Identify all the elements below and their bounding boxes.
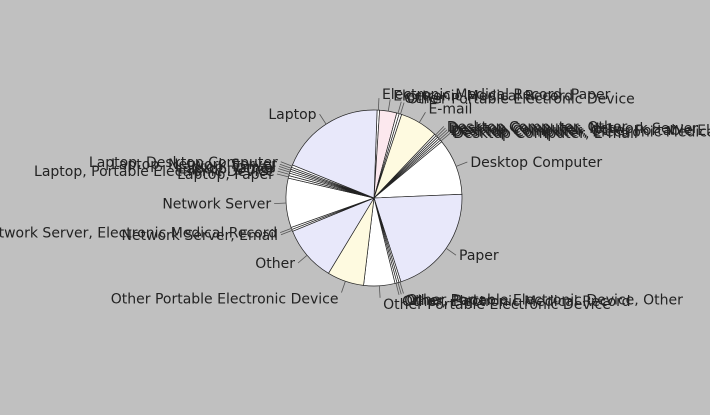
leader-line (455, 161, 468, 167)
slice-label: Laptop, Other (179, 162, 276, 178)
slice-label: Other Portable Electronic Device (407, 92, 635, 108)
leader-line (400, 102, 405, 115)
leader-line (436, 127, 446, 137)
pie-slice-paper (373, 193, 463, 283)
slice-label: Desktop Computer, E-mail (453, 126, 638, 142)
slice-label: Other Portable Electronic Device (383, 297, 611, 313)
slice-label: Other Portable Electronic Device, Other (406, 293, 683, 309)
leader-line (378, 285, 381, 298)
pie-slice-laptop (291, 109, 378, 199)
slice-labels: Electronic Medical Record, PaperElectron… (0, 87, 710, 313)
leader-line (435, 126, 445, 136)
slice-label: Desktop Computer, Other Portable Electro… (450, 123, 710, 139)
slice-label: Network Server (162, 197, 271, 213)
slice-label: Other, Paper (404, 293, 493, 309)
leader-line (439, 131, 449, 140)
leader-line (280, 161, 293, 167)
leader-line (395, 283, 400, 295)
leader-line (397, 101, 402, 114)
slice-label: Laptop, Portable Electronic Device (34, 164, 275, 180)
slice-label: Desktop Computer, Electronic Medical Rec… (452, 124, 710, 140)
leader-line (440, 132, 451, 142)
slice-label: Desktop Computer, Network Server (448, 121, 698, 137)
leader-line (274, 202, 287, 205)
leader-line (341, 281, 346, 293)
slice-label: Electronic Medical Record, Paper (382, 87, 611, 103)
slice-label: Desktop Computer (470, 155, 602, 171)
slice-label: Other (255, 256, 295, 272)
slice-label: Laptop, Desktop Computer (89, 155, 278, 171)
pie-slices (285, 109, 463, 287)
slice-label: Electronic Medical Record (393, 88, 573, 104)
leader-line (397, 282, 402, 295)
slice-label: Other Portable Electronic Device (111, 292, 339, 308)
slice-label: E-mail (428, 101, 472, 117)
leader-line (277, 170, 290, 175)
leader-line (418, 112, 426, 123)
leader-line (278, 168, 290, 173)
slice-label: Laptop (268, 107, 316, 123)
slice-label: Network Server, Electronic Medical Recor… (0, 226, 277, 242)
leader-line (279, 163, 292, 169)
leader-lines (274, 98, 468, 298)
slice-label: Laptop, E-mail (175, 159, 276, 175)
leader-line (280, 229, 293, 236)
leader-line (276, 173, 289, 178)
slice-label: Network Server, Email (121, 228, 278, 244)
slice-label: Desktop Computer, Other (447, 119, 628, 135)
leader-line (377, 98, 380, 111)
leader-line (278, 166, 291, 171)
leader-line (445, 248, 457, 256)
leader-line (387, 99, 391, 112)
leader-line (319, 113, 327, 125)
slice-label: Other, Electronic Medical Record (402, 294, 631, 310)
leader-line (399, 281, 404, 294)
slice-label: Other (404, 91, 444, 107)
leader-line (438, 129, 448, 139)
slice-label: Laptop, Paper (177, 167, 274, 183)
slice-label: Paper (459, 248, 499, 264)
leader-line (280, 228, 292, 233)
slice-label: Laptop, Network Server (111, 157, 277, 173)
leader-line (297, 254, 308, 264)
